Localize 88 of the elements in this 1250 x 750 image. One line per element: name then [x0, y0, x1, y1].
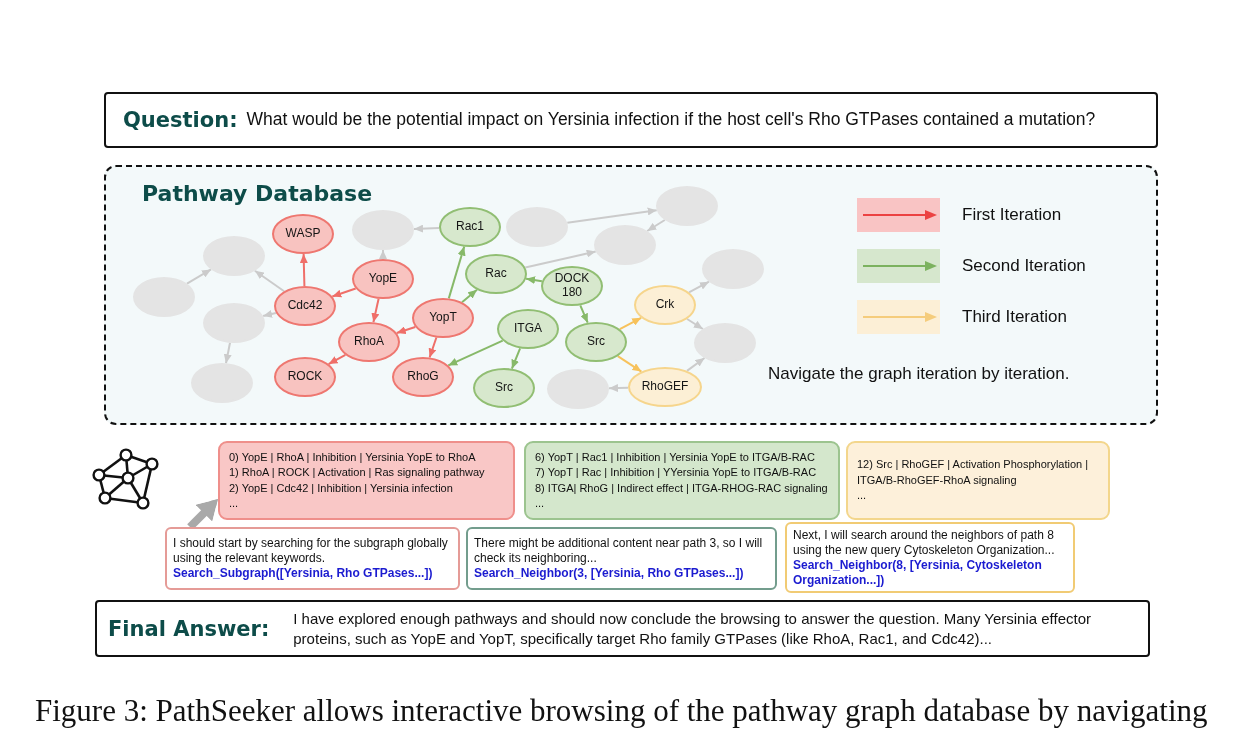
empty-graph-node [352, 210, 414, 250]
panel-title: Pathway Database [142, 181, 373, 206]
legend-label: Second Iteration [962, 256, 1086, 276]
arrow [524, 249, 597, 269]
gene-node: DOCK 180 [541, 266, 603, 306]
arrow [413, 224, 440, 233]
empty-graph-node [594, 225, 656, 265]
arrow [223, 341, 232, 365]
gene-node: Src [473, 368, 535, 408]
gene-node: ITGA [497, 309, 559, 349]
function-call: Search_Subgraph([Yersinia, Rho GTPases...]) [173, 566, 434, 581]
empty-graph-node [702, 249, 764, 289]
empty-graph-node [694, 323, 756, 363]
gene-node: WASP [272, 214, 334, 254]
reasoning-text: Next, I will search around the neighbors of path 8 using the new query Cytoskeleton Organization... [793, 527, 1056, 558]
panel-note: Navigate the graph iteration by iteration. [768, 364, 1070, 384]
path-entry: 1) RhoA | ROCK | Activation | Ras signaling pathway [229, 465, 486, 480]
empty-graph-node [506, 207, 568, 247]
empty-graph-node [656, 186, 718, 226]
reasoning-box [466, 527, 777, 590]
gene-node: Src [565, 322, 627, 362]
arrow [646, 219, 666, 232]
arrow [686, 357, 706, 372]
database-panel [104, 165, 1158, 425]
arrow [686, 318, 704, 330]
reasoning-box [785, 522, 1075, 593]
legend-label: First Iteration [962, 205, 1062, 225]
gene-node: Rac [465, 254, 527, 294]
gene-node: ROCK [274, 357, 336, 397]
path-entry: 0) YopE | RhoA | Inhibition | Yersinia YopE to RhoA [229, 449, 477, 465]
gene-node: Cdc42 [274, 286, 336, 326]
gene-node: Rac1 [439, 207, 501, 247]
path-entry: ... [535, 496, 546, 511]
path-entry: 12) Src | RhoGEF | Activation Phosphorylation | ITGA/B-RhoGEF-RhoA signaling [857, 457, 1090, 488]
arrow [299, 253, 308, 287]
gene-node: YopT [412, 298, 474, 338]
arrow [447, 339, 504, 367]
empty-graph-node [203, 236, 265, 276]
arrow [608, 384, 629, 393]
arrow [428, 336, 438, 359]
gene-node: RhoG [392, 357, 454, 397]
arrow [510, 347, 522, 370]
query-result-box [524, 441, 840, 520]
empty-graph-node [547, 369, 609, 409]
legend-label: Third Iteration [962, 307, 1067, 327]
figure-caption: Figure 3: PathSeeker allows interactive browsing of the pathway graph database by navigating [35, 693, 1208, 729]
path-entry: 2) YopE | Cdc42 | Inhibition | Yersinia infection [229, 480, 454, 496]
query-result-box [846, 441, 1110, 520]
path-entry: 8) ITGA| RhoG | Indirect effect | ITGA-RHOG-RAC signaling [535, 480, 829, 496]
path-entry: ... [229, 496, 240, 511]
arrow [262, 310, 277, 318]
arrow [395, 326, 417, 335]
empty-graph-node [133, 277, 195, 317]
arrow [688, 280, 710, 294]
reasoning-box [165, 527, 460, 590]
gene-node: Crk [634, 285, 696, 325]
arrow [253, 269, 286, 293]
arrow [186, 268, 212, 285]
arrow [371, 297, 380, 324]
empty-graph-node [203, 303, 265, 343]
gene-node: RhoGEF [628, 367, 702, 407]
question-label: Question: [123, 108, 238, 132]
arrow [461, 288, 478, 304]
arrow [618, 316, 643, 331]
arrow [616, 355, 643, 373]
question-box [104, 92, 1158, 148]
arrow [331, 287, 357, 298]
arrow [379, 249, 387, 260]
answer-box [95, 600, 1150, 657]
query-result-box [218, 441, 515, 520]
arrow [579, 304, 589, 324]
path-entry: 7) YopT | Rac | Inhibition | YYersinia YopE to ITGA/B-RAC [535, 465, 818, 480]
question-text: What would be the potential impact on Yersinia infection if the host cell's Rho GTPases contained a mutation? [246, 109, 1096, 131]
empty-graph-node [191, 363, 253, 403]
function-call: Search_Neighbor(3, [Yersinia, Rho GTPases...]) [474, 566, 745, 581]
reasoning-text: There might be additional content near path 3, so I will check its neighboring... [474, 536, 764, 566]
arrow [525, 276, 543, 285]
arrow [327, 353, 347, 366]
arrow [447, 245, 466, 300]
reasoning-text: I should start by searching for the subgraph globally using the relevant keywords. [173, 536, 449, 566]
path-entry: ... [857, 488, 868, 504]
answer-label: Final Answer: [108, 616, 270, 641]
arrow [566, 207, 658, 224]
gene-node: RhoA [338, 322, 400, 362]
function-call: Search_Neighbor(8, [Yersinia, Cytoskeleton Organization...]) [793, 557, 1043, 588]
path-entry: 6) YopT | Rac1 | Inhibition | Yersinia YopE to ITGA/B-RAC [535, 449, 816, 465]
gene-node: YopE [352, 259, 414, 299]
answer-text: I have explored enough pathways and should now conclude the browsing to answer the question. Many Yersinia effector proteins, such as YopE and YopT, specifically target Rho family GTPases (like RhoA, Rac1, and Cdc42)... [293, 608, 1093, 649]
